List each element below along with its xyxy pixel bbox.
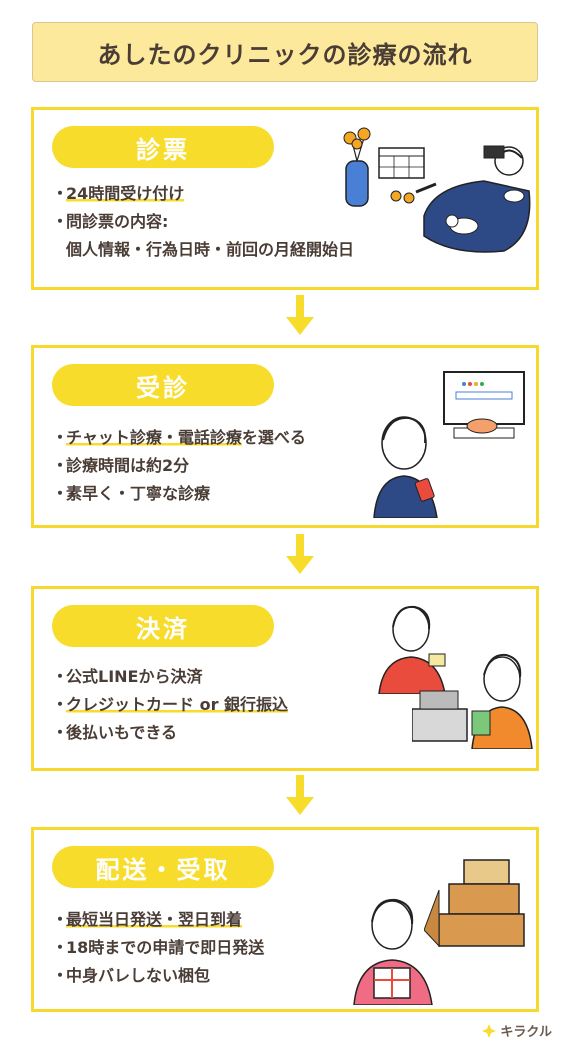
- brand-logo: キラクル: [482, 1021, 552, 1040]
- arrow-down-icon: [286, 775, 314, 815]
- list-item: ・問診票の内容:: [52, 212, 169, 231]
- step-items: ・最短当日発送・翌日到着 ・18時までの申請で即日発送 ・中身バレしない梱包: [52, 906, 264, 990]
- list-item: ・後払いもできる: [52, 723, 178, 742]
- step-label: 診票: [52, 126, 274, 168]
- step-items: ・公式LINEから決済 ・クレジットカード or 銀行振込 ・後払いもできる: [52, 663, 289, 747]
- list-item: ・クレジットカード or 銀行振込: [52, 695, 289, 714]
- flower-vase-icon: [343, 127, 371, 207]
- cash-register-icon: [412, 653, 533, 749]
- calendar-icon: [378, 147, 425, 179]
- step-card-4: 配送・受取 ・最短当日発送・翌日到着 ・18時までの申請で即日発送 ・中身バレし…: [31, 827, 539, 1012]
- page-title: あしたのクリニックの診療の流れ: [32, 22, 538, 82]
- payment-person-icon: [378, 605, 446, 694]
- list-item: ・中身バレしない梱包: [52, 966, 211, 985]
- list-item: ・最短当日発送・翌日到着: [52, 910, 243, 929]
- logo-text: キラクル: [500, 1025, 552, 1040]
- step-items: ・チャット診療・電話診療を選べる ・診療時間は約2分 ・素早く・丁寧な診療: [52, 424, 306, 508]
- list-item: ・公式LINEから決済: [52, 667, 203, 686]
- list-item: ・診療時間は約2分: [52, 456, 190, 475]
- list-item: 個人情報・行為日時・前回の月経開始日: [66, 240, 355, 259]
- smartphone-person-icon: [373, 416, 438, 518]
- gift-person-icon: [353, 898, 433, 1005]
- cardboard-box-icon: [424, 859, 525, 948]
- step-items: ・24時間受け付け ・問診票の内容: 個人情報・行為日時・前回の月経開始日: [52, 180, 354, 264]
- arrow-down-icon: [286, 534, 314, 574]
- step-card-3: 決済 ・公式LINEから決済 ・クレジットカード or 銀行振込 ・後払いもでき…: [31, 586, 539, 771]
- step-card-2: 受診 ・チャット診療・電話診療を選べる ・診療時間は約2分 ・素早く・丁寧な診療: [31, 345, 539, 528]
- list-item: ・18時までの申請で即日発送: [52, 938, 265, 957]
- sleeping-person-icon: [343, 127, 531, 253]
- step-card-1: 診票 ・24時間受け付け ・問診票の内容: 個人情報・行為日時・前回の月経開始日: [31, 107, 539, 290]
- sparkle-icon: [482, 1023, 497, 1038]
- arrow-down-icon: [286, 295, 314, 335]
- list-item: ・素早く・丁寧な診療: [52, 484, 211, 503]
- list-item: ・チャット診療・電話診療を選べる: [52, 428, 306, 447]
- list-item: ・24時間受け付け: [52, 184, 185, 203]
- cat-icon: [445, 214, 479, 235]
- step-label: 決済: [52, 605, 274, 647]
- step-label: 配送・受取: [52, 846, 274, 888]
- step-label: 受診: [52, 364, 274, 406]
- computer-icon: [443, 371, 525, 439]
